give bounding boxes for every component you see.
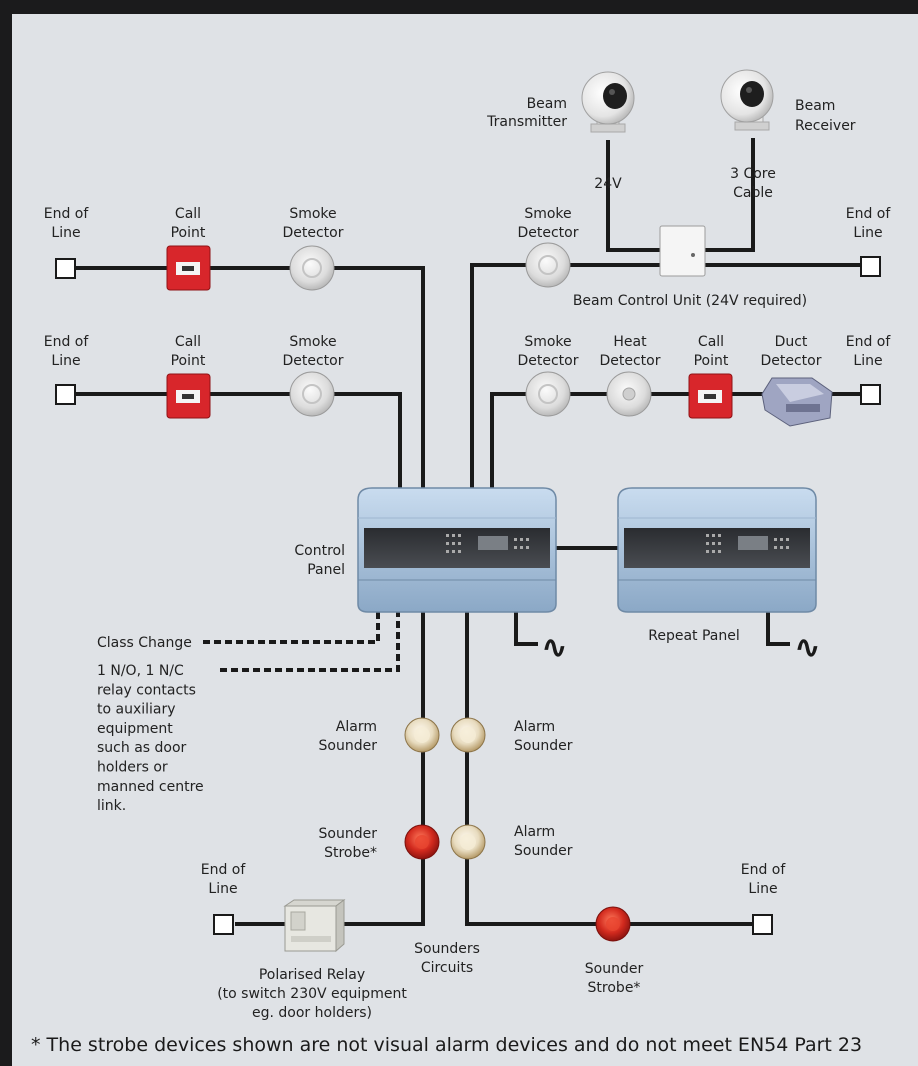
duct-detector-icon bbox=[761, 377, 833, 427]
smoke-detector-icon bbox=[289, 245, 335, 291]
beam-receiver-icon bbox=[720, 69, 774, 131]
call-point-icon bbox=[166, 373, 211, 419]
smoke-detector-icon bbox=[289, 371, 335, 417]
sounder-strobe-icon bbox=[595, 906, 631, 942]
alarm-sounder-icon bbox=[450, 824, 486, 860]
voltage-24v-label: 24V bbox=[594, 176, 622, 192]
end-of-line-terminals bbox=[55, 256, 881, 935]
beam-transmitter-icon bbox=[581, 71, 635, 133]
beam-control-unit-label: Beam Control Unit (24V required) bbox=[573, 293, 807, 309]
repeat-panel-icon bbox=[617, 487, 817, 613]
polarised-relay-label: Polarised Relay(to switch 230V equipment… bbox=[217, 967, 407, 1021]
heat-detector-icon bbox=[606, 371, 652, 417]
polarised-relay-icon bbox=[283, 899, 346, 953]
alarm-sounder-icon bbox=[450, 717, 486, 753]
end-of-line-box bbox=[752, 914, 773, 935]
end-of-line-box bbox=[213, 914, 234, 935]
wires bbox=[76, 138, 861, 926]
repeat-panel-label: Repeat Panel bbox=[648, 628, 740, 644]
smoke-detector-icon bbox=[525, 242, 571, 288]
beam-control-unit-icon bbox=[659, 225, 706, 277]
class-change-label: Class Change bbox=[97, 635, 192, 651]
call-point-icon bbox=[166, 245, 211, 291]
end-of-line-box bbox=[860, 256, 881, 277]
ac-symbol-icon: ∿ bbox=[541, 628, 568, 666]
control-panel-icon bbox=[357, 487, 557, 613]
end-of-line-box bbox=[860, 384, 881, 405]
ac-symbol-icon: ∿ bbox=[794, 628, 821, 666]
dashed-connections bbox=[203, 612, 400, 672]
smoke-detector-icon bbox=[525, 371, 571, 417]
footnote: * The strobe devices shown are not visua… bbox=[31, 1034, 862, 1056]
end-of-line-box bbox=[55, 258, 76, 279]
end-of-line-box bbox=[55, 384, 76, 405]
sounder-strobe-icon bbox=[404, 824, 440, 860]
alarm-sounder-icon bbox=[404, 717, 440, 753]
call-point-icon bbox=[688, 373, 733, 419]
